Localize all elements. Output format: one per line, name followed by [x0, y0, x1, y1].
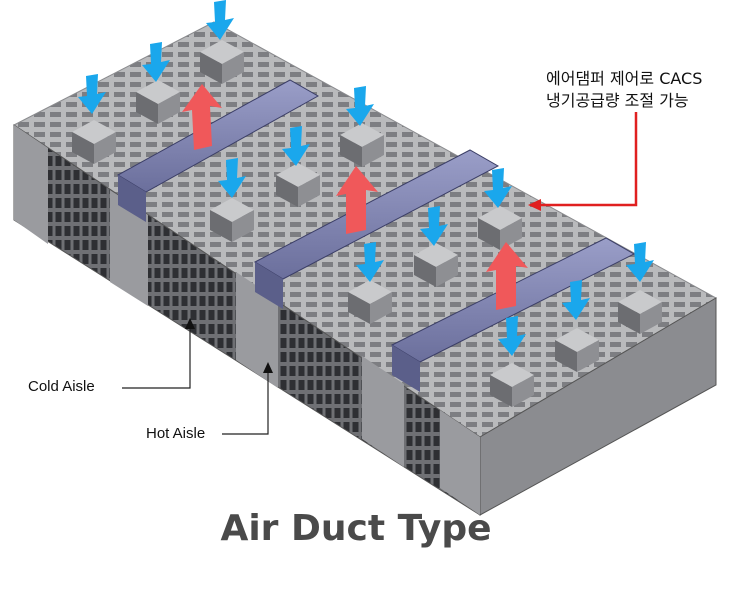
up-arrow-icon	[486, 242, 528, 310]
end-panel	[236, 272, 278, 388]
down-arrow-icon	[206, 0, 234, 40]
air-duct-unit	[414, 243, 458, 287]
air-duct-unit	[210, 198, 254, 242]
hot-aisle-leader	[222, 372, 269, 435]
arrowhead-icon	[263, 362, 273, 373]
down-arrow-icon	[218, 158, 246, 198]
containment-glass	[117, 79, 320, 193]
down-arrow-icon	[498, 316, 526, 356]
air-ducts	[72, 40, 662, 407]
down-arrow-icon	[346, 86, 374, 126]
air-duct-unit	[72, 120, 116, 164]
down-arrow-icon	[484, 168, 512, 208]
down-arrow-icon	[142, 42, 170, 82]
end-panel	[440, 410, 480, 515]
air-duct-unit	[200, 40, 244, 84]
down-arrow-icon	[626, 242, 654, 282]
damper-note-line2: 냉기공급량 조절 가능	[546, 91, 689, 110]
cold-air-arrows	[78, 0, 654, 356]
air-duct-unit	[136, 80, 180, 124]
cold-aisle-leader	[122, 328, 191, 389]
up-arrow-icon	[336, 166, 378, 234]
down-arrow-icon	[562, 280, 590, 320]
air-duct-unit	[276, 163, 320, 207]
cold-aisle-label: Cold Aisle	[28, 378, 95, 395]
damper-note-line1: 에어댐퍼 제어로 CACS	[546, 69, 703, 88]
down-arrow-icon	[420, 206, 448, 246]
containment-glass	[118, 175, 146, 222]
air-duct-unit	[340, 123, 384, 167]
hot-aisle-label: Hot Aisle	[146, 425, 206, 442]
damper-callout-leader	[540, 112, 638, 207]
down-arrow-icon	[78, 74, 106, 114]
air-duct-unit	[348, 280, 392, 324]
containment-glass	[255, 262, 283, 309]
end-panel	[362, 356, 404, 467]
down-arrow-icon	[356, 242, 384, 282]
end-panel	[14, 125, 48, 244]
up-arrow-icon	[182, 84, 222, 150]
leader-lines	[122, 112, 638, 435]
hot-air-arrows	[182, 84, 528, 310]
diagram-title: Air Duct Type	[220, 508, 492, 549]
arrowhead-icon	[528, 199, 541, 211]
down-arrow-icon	[282, 126, 310, 166]
air-duct-unit	[478, 206, 522, 250]
containment-glass	[392, 345, 420, 392]
arrowhead-icon	[185, 318, 195, 329]
damper-control-note: 에어댐퍼 제어로 CACS 냉기공급량 조절 가능	[546, 68, 702, 112]
air-duct-unit	[555, 328, 599, 372]
air-duct-unit	[618, 290, 662, 334]
air-duct-unit	[490, 363, 534, 407]
end-panel	[110, 190, 148, 306]
